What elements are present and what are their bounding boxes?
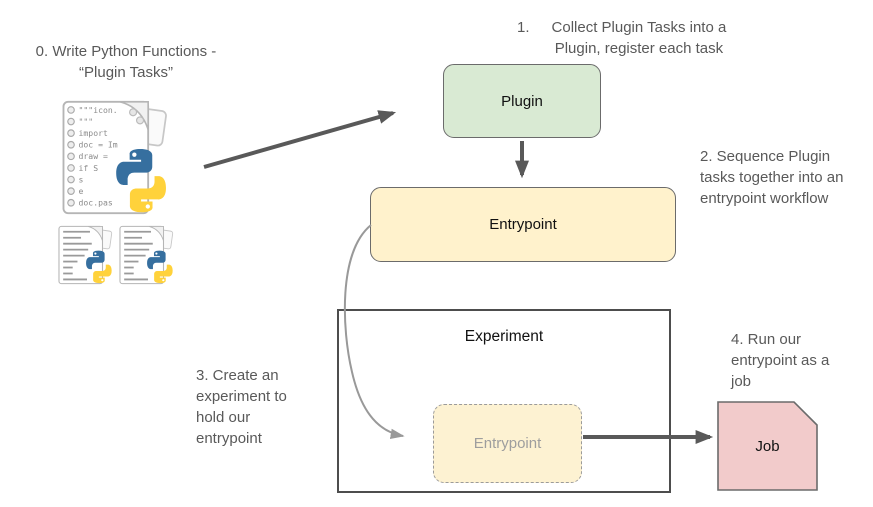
python-logo [116, 148, 166, 213]
svg-text:doc = Im: doc = Im [79, 140, 118, 150]
note-step3: 3. Create an experiment to hold our entr… [196, 367, 287, 447]
entrypoint-node-label: Entrypoint [489, 216, 557, 233]
code-lines: """icon. """ import doc = Im draw = if S… [79, 105, 118, 208]
entrypoint-node: Entrypoint [370, 187, 676, 262]
svg-text:""": """ [79, 116, 94, 126]
python-file-icon-small [58, 225, 113, 285]
plugin-node: Plugin [443, 64, 601, 138]
job-node-shape [717, 401, 818, 491]
svg-text:draw =: draw = [79, 151, 108, 161]
python-file-icon: """icon. """ import doc = Im draw = if S… [62, 100, 167, 215]
svg-text:e: e [79, 186, 84, 196]
page-fold [120, 101, 149, 130]
note-step4: 4. Run our entrypoint as a job [731, 331, 830, 390]
python-file-icon-small [119, 225, 174, 285]
entrypoint-draft-label: Entrypoint [473, 435, 542, 452]
svg-text:doc.pas: doc.pas [79, 198, 113, 208]
plugin-node-label: Plugin [501, 92, 543, 110]
entrypoint-draft-node: Entrypoint [433, 404, 582, 483]
svg-text:import: import [79, 128, 108, 138]
page-holes [67, 106, 75, 207]
note-step2: 2. Sequence Plugin tasks together into a… [700, 148, 844, 207]
note-step1-text: Collect Plugin Tasks into a Plugin, regi… [551, 19, 727, 57]
job-node-label: Job [755, 437, 780, 455]
note-step0: 0. Write Python Functions - “Plugin Task… [35, 43, 217, 81]
note-step1: 1. Collect Plugin Tasks into a Plugin, r… [517, 17, 817, 59]
experiment-label: Experiment [464, 328, 544, 345]
svg-text:if S: if S [79, 163, 99, 173]
arrow-files-to-plugin [203, 110, 397, 169]
svg-text:"""icon.: """icon. [79, 105, 118, 115]
note-step1-number: 1. [517, 19, 530, 36]
svg-text:s: s [79, 174, 84, 184]
